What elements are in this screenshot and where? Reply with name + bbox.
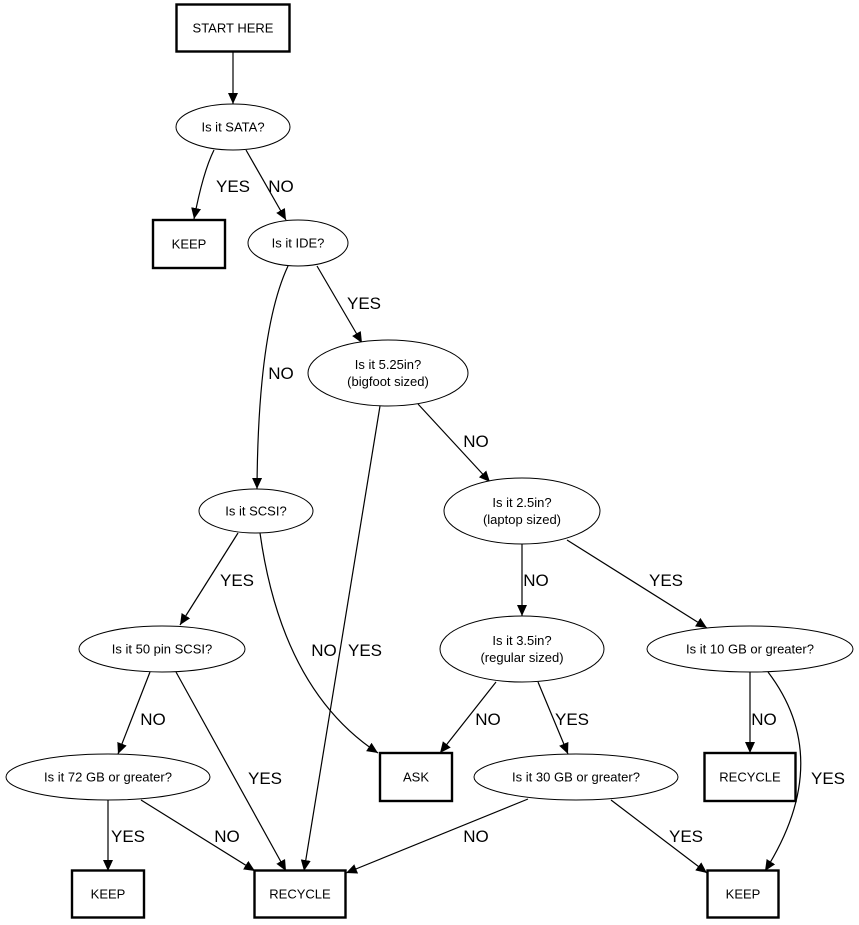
edge-label: YES xyxy=(347,294,381,313)
question-ellipse xyxy=(247,219,349,267)
edge-pin50-to-recycle2 xyxy=(175,671,287,872)
decision-outcome-box xyxy=(253,869,347,919)
edge-q525-to-q25 xyxy=(417,403,491,483)
edge-gb72-to-recycle2 xyxy=(140,799,256,872)
question-ellipse xyxy=(78,625,246,673)
node-ide: Is it IDE? xyxy=(247,219,349,267)
node-label: (laptop sized) xyxy=(483,512,561,527)
decision-outcome-box xyxy=(151,218,227,270)
question-ellipse xyxy=(646,625,854,673)
node-ask: ASK xyxy=(378,751,454,803)
edge-label: YES xyxy=(669,827,703,846)
node-gb10: Is it 10 GB or greater? xyxy=(646,625,854,673)
node-label: (bigfoot sized) xyxy=(347,374,429,389)
edge-label: YES xyxy=(348,641,382,660)
node-scsi: Is it SCSI? xyxy=(198,488,314,534)
edge-scsi-to-ask xyxy=(259,532,379,754)
node-label: Is it 2.5in? xyxy=(492,495,551,510)
edge-label: YES xyxy=(111,827,145,846)
node-label: RECYCLE xyxy=(719,770,781,785)
edge-pin50-to-gb72 xyxy=(117,671,151,755)
edge-label: NO xyxy=(140,710,166,729)
edge-label: NO xyxy=(268,177,294,196)
decision-outcome-box xyxy=(175,3,291,53)
node-label: Is it 72 GB or greater? xyxy=(44,770,172,785)
edge-ide-to-scsi xyxy=(252,265,289,490)
node-label: (regular sized) xyxy=(480,650,563,665)
node-label: Is it 10 GB or greater? xyxy=(686,642,814,657)
node-label: Is it 3.5in? xyxy=(492,633,551,648)
node-label: Is it IDE? xyxy=(272,236,325,251)
node-label: KEEP xyxy=(172,237,207,252)
edge-sata-to-keep1 xyxy=(191,149,215,220)
question-ellipse xyxy=(439,615,605,683)
edge-label: YES xyxy=(811,769,845,788)
edge-label: YES xyxy=(555,710,589,729)
question-ellipse xyxy=(443,477,601,545)
node-sata: Is it SATA? xyxy=(175,103,291,151)
decision-outcome-box xyxy=(703,751,797,803)
edge-label: NO xyxy=(523,571,549,590)
edge-q35-to-ask xyxy=(439,681,497,754)
edge-q25-to-gb10 xyxy=(566,539,708,629)
node-gb72: Is it 72 GB or greater? xyxy=(5,753,211,801)
node-keep2: KEEP xyxy=(70,869,146,919)
edge-ide-to-q525 xyxy=(316,265,363,344)
edge-q35-to-gb30 xyxy=(537,681,569,755)
node-keep3: KEEP xyxy=(706,869,780,919)
decision-outcome-box xyxy=(378,751,454,803)
node-label: Is it SATA? xyxy=(201,120,264,135)
node-q35: Is it 3.5in? (regular sized) xyxy=(439,615,605,683)
question-ellipse xyxy=(473,753,679,801)
edge-gb30-to-keep3 xyxy=(610,799,708,874)
node-keep1: KEEP xyxy=(151,218,227,270)
question-ellipse xyxy=(5,753,211,801)
edge-gb10-to-keep3 xyxy=(764,671,802,872)
node-q525: Is it 5.25in? (bigfoot sized) xyxy=(307,339,469,407)
edge-label: NO xyxy=(214,827,240,846)
edge-label: NO xyxy=(268,364,294,383)
edge-label: YES xyxy=(220,571,254,590)
edge-label: NO xyxy=(463,827,489,846)
edge-scsi-to-pin50 xyxy=(179,532,239,626)
node-label: Is it SCSI? xyxy=(225,504,286,519)
edge-label: NO xyxy=(463,432,489,451)
edge-label: NO xyxy=(311,641,337,660)
node-label: Is it 50 pin SCSI? xyxy=(112,642,212,657)
node-q25: Is it 2.5in? (laptop sized) xyxy=(443,477,601,545)
node-label: ASK xyxy=(403,770,429,785)
node-label: RECYCLE xyxy=(269,887,331,902)
edge-label: YES xyxy=(248,769,282,788)
node-label: Is it 5.25in? xyxy=(355,357,422,372)
node-pin50: Is it 50 pin SCSI? xyxy=(78,625,246,673)
node-recycle2: RECYCLE xyxy=(253,869,347,919)
edge-gb30-to-recycle2 xyxy=(345,798,529,874)
node-start: START HERE xyxy=(175,3,291,53)
edge-label: NO xyxy=(751,710,777,729)
node-gb30: Is it 30 GB or greater? xyxy=(473,753,679,801)
edge-label: YES xyxy=(649,571,683,590)
question-ellipse xyxy=(175,103,291,151)
question-ellipse xyxy=(307,339,469,407)
decision-outcome-box xyxy=(706,869,780,919)
decision-outcome-box xyxy=(70,869,146,919)
node-label: START HERE xyxy=(193,21,274,36)
question-ellipse xyxy=(198,488,314,534)
node-label: Is it 30 GB or greater? xyxy=(512,770,640,785)
node-recycle1: RECYCLE xyxy=(703,751,797,803)
node-label: KEEP xyxy=(91,887,126,902)
edge-q525-to-recycle2 xyxy=(300,405,381,872)
edge-sata-to-ide xyxy=(245,149,287,221)
edge-label: YES xyxy=(216,177,250,196)
edge-label: NO xyxy=(475,710,501,729)
node-label: KEEP xyxy=(726,887,761,902)
